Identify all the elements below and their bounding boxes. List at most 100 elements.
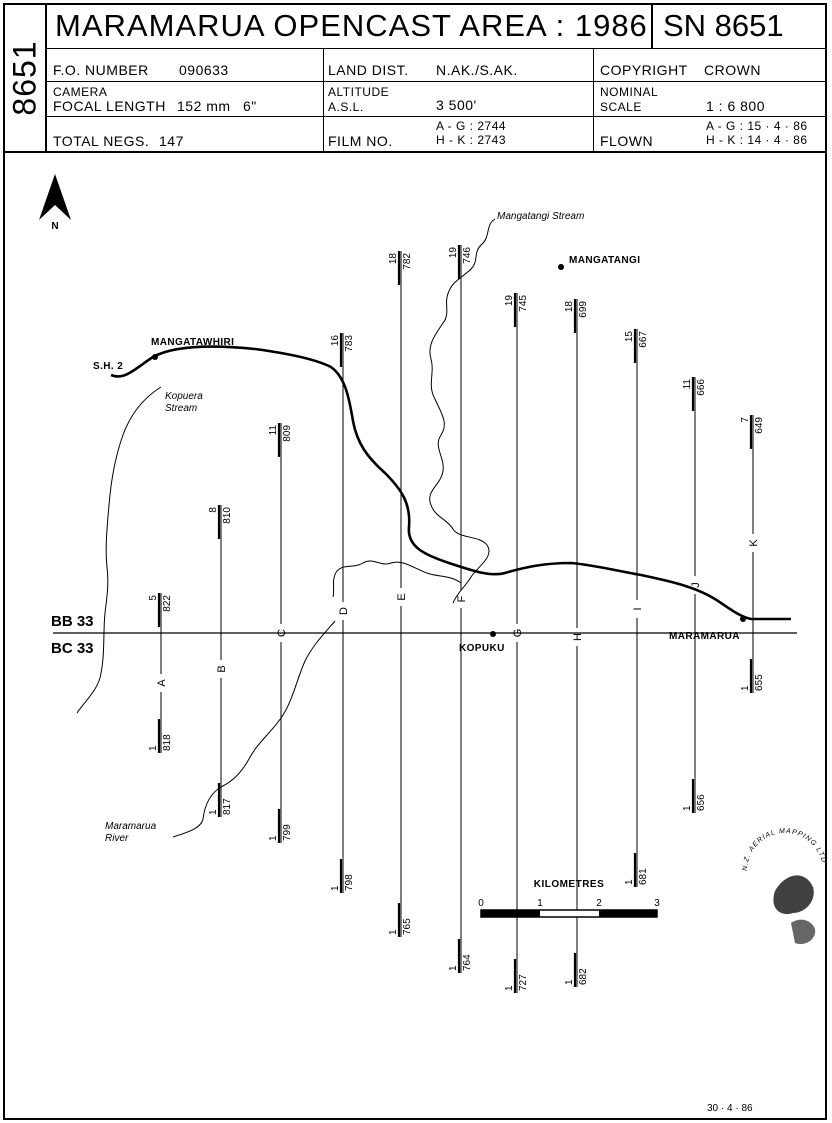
scale-tick-1: 1 (537, 898, 543, 909)
negs-label: TOTAL NEGS. (53, 133, 150, 149)
negs-cell: TOTAL NEGS. 147 (47, 117, 323, 151)
run-bottom-photo-h: 682 (578, 968, 589, 985)
north-arrow: N (39, 174, 71, 232)
run-bottom-film-j: 1 (682, 805, 693, 811)
stamp-bird-icon (773, 875, 814, 915)
map-title: MARAMARUA OPENCAST AREA : 1986 (55, 8, 648, 43)
focal-label: FOCAL LENGTH (53, 98, 166, 114)
run-top-film-a: 5 (148, 595, 159, 601)
run-letter-d: D (338, 607, 350, 615)
run-top-photo-c: 809 (282, 425, 293, 442)
maramarua-river-label-1: Maramarua (105, 821, 157, 832)
scale-cell: NOMINAL SCALE 1 : 6 800 (593, 82, 825, 116)
scale-tick-2: 2 (596, 898, 602, 909)
maramarua-dot (740, 616, 746, 622)
run-top-film-b: 8 (208, 507, 219, 513)
run-bottom-film-k: 1 (740, 685, 751, 691)
scale-tick-0: 0 (478, 898, 484, 909)
mangatangi-stream (429, 218, 496, 604)
run-top-film-j: 11 (682, 379, 693, 390)
stamp-nz-icon (791, 919, 816, 945)
run-bottom-film-c: 1 (268, 835, 279, 841)
flight-diagram-sheet: 8651 MARAMARUA OPENCAST AREA : 1986 SN 8… (3, 3, 827, 1120)
run-top-film-e: 18 (388, 253, 399, 265)
run-top-photo-k: 649 (754, 417, 765, 434)
run-top-film-f: 19 (448, 247, 459, 259)
run-bottom-film-d: 1 (330, 885, 341, 891)
sheet-code: 8651 (6, 40, 43, 116)
aerial-mapping-stamp: N.Z. AERIAL MAPPING LTD (742, 828, 825, 945)
altitude-label: ALTITUDE (328, 85, 390, 99)
run-bottom-film-h: 1 (564, 979, 575, 985)
stream-tributary (332, 560, 462, 598)
nominal-label: NOMINAL (600, 85, 659, 99)
camera-label: CAMERA (53, 85, 108, 99)
scale-bar: KILOMETRES 0 1 2 3 (478, 879, 660, 918)
scale-value: 1 : 6 800 (706, 98, 765, 114)
run-bottom-photo-g: 727 (518, 974, 529, 991)
run-top-film-c: 11 (268, 425, 279, 436)
run-top-photo-g: 745 (518, 295, 529, 312)
fo-cell: F.O. NUMBER 090633 (47, 49, 323, 81)
footer-date: 30 · 4 · 86 (707, 1103, 753, 1114)
header-row-2: CAMERA FOCAL LENGTH 152 mm 6" ALTITUDE A… (47, 82, 825, 117)
run-bottom-photo-b: 817 (222, 798, 233, 815)
asl-label: A.S.L. (328, 100, 364, 114)
land-cell: LAND DIST. N.AK./S.AK. (323, 49, 594, 81)
run-letter-b: B (216, 665, 228, 672)
sheet-code-box: 8651 (5, 5, 47, 153)
header-table: MARAMARUA OPENCAST AREA : 1986 SN 8651 F… (47, 5, 825, 153)
film-ag: A - G : 2744 (436, 119, 507, 133)
north-arrow-icon (39, 174, 71, 220)
kopuku-dot (490, 631, 496, 637)
kopuera-stream (76, 386, 162, 714)
run-bottom-photo-c: 799 (282, 824, 293, 841)
flown-hk: H - K : 14 · 4 · 86 (706, 133, 808, 147)
maramarua-river (172, 620, 336, 838)
flown-label: FLOWN (600, 133, 654, 149)
sh2-road (110, 345, 791, 621)
run-letter-j: J (690, 582, 702, 588)
film-cell: FILM NO. A - G : 2744 H - K : 2743 (323, 117, 594, 151)
run-letter-h: H (572, 633, 584, 641)
fo-value: 090633 (179, 62, 229, 78)
scale-tick-3: 3 (654, 898, 660, 909)
run-top-photo-j: 666 (696, 379, 707, 396)
run-letter-i: I (632, 607, 644, 610)
kopuku-label: KOPUKU (459, 643, 505, 654)
run-bottom-photo-j: 656 (696, 794, 707, 811)
scale-title: KILOMETRES (534, 879, 605, 890)
focal-inch: 6" (243, 98, 257, 114)
flown-cell: FLOWN A - G : 15 · 4 · 86 H - K : 14 · 4… (593, 117, 825, 151)
run-top-photo-f: 746 (462, 247, 473, 264)
run-top-photo-b: 810 (222, 507, 233, 524)
north-label: N (51, 221, 58, 232)
run-letter-e: E (396, 593, 408, 600)
title-row: MARAMARUA OPENCAST AREA : 1986 SN 8651 (47, 5, 825, 49)
flight-map: N BB 33 BC 33 MANGATAWHIRI MANGATANGI KO… (39, 174, 825, 1114)
maramarua-river-label-2: River (105, 833, 129, 844)
run-letter-c: C (276, 629, 288, 637)
run-bottom-film-e: 1 (388, 929, 399, 935)
run-letter-f: F (456, 595, 468, 602)
run-top-film-k: 7 (740, 417, 751, 423)
run-top-photo-h: 699 (578, 301, 589, 318)
mangatangi-label: MANGATANGI (569, 255, 640, 266)
fo-label: F.O. NUMBER (53, 62, 149, 78)
camera-cell: CAMERA FOCAL LENGTH 152 mm 6" (47, 82, 323, 116)
kopuera-label-2: Stream (165, 403, 197, 414)
run-top-photo-e: 782 (402, 253, 413, 270)
land-value: N.AK./S.AK. (436, 62, 518, 78)
copyright-cell: COPYRIGHT CROWN (593, 49, 825, 81)
run-bottom-film-b: 1 (208, 809, 219, 815)
run-top-film-d: 16 (330, 335, 341, 347)
copyright-label: COPYRIGHT (600, 62, 688, 78)
